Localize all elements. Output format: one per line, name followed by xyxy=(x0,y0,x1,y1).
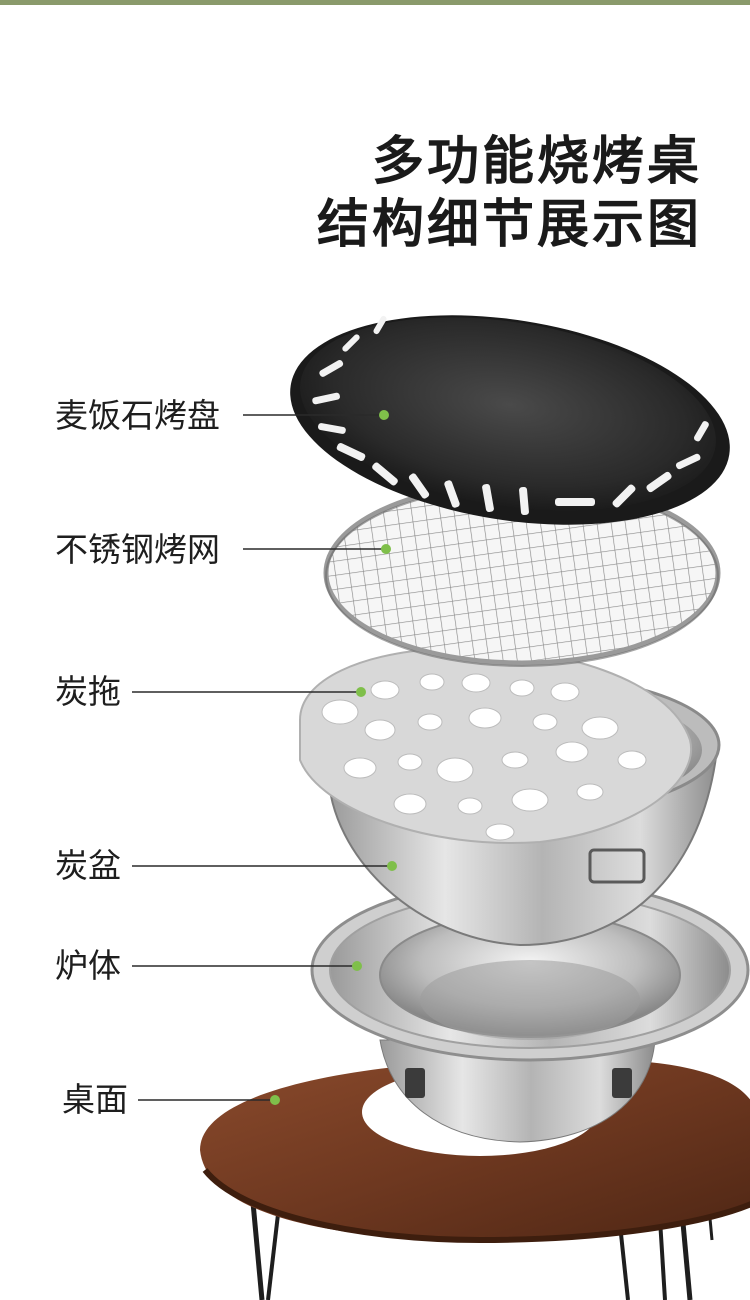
page-title-line-2: 结构细节展示图 xyxy=(316,195,702,255)
leader-dot-charcoal-tray xyxy=(356,687,366,697)
part-label-charcoal-tray: 炭拖 xyxy=(55,672,121,711)
leader-dot-grill-mesh xyxy=(381,544,391,554)
leader-dot-stove-body xyxy=(352,961,362,971)
page-title-line-1: 多功能烧烤桌 xyxy=(371,132,702,192)
part-label-stove-body: 炉体 xyxy=(55,946,121,985)
leader-dots xyxy=(270,410,397,1105)
part-label-grill-plate: 麦饭石烤盘 xyxy=(55,396,220,435)
grill-plate-graphic xyxy=(290,315,730,525)
charcoal-tray-graphic xyxy=(299,646,693,844)
top-accent-bar xyxy=(0,0,750,5)
leader-dot-grill-plate xyxy=(379,410,389,420)
part-label-table-top: 桌面 xyxy=(62,1080,128,1119)
part-label-charcoal-basin: 炭盆 xyxy=(55,846,121,885)
leader-dot-table-top xyxy=(270,1095,280,1105)
stove-body-graphic xyxy=(310,878,750,1143)
leader-lines xyxy=(132,414,392,1101)
leader-dot-charcoal-basin xyxy=(387,861,397,871)
part-label-grill-mesh: 不锈钢烤网 xyxy=(55,530,220,569)
